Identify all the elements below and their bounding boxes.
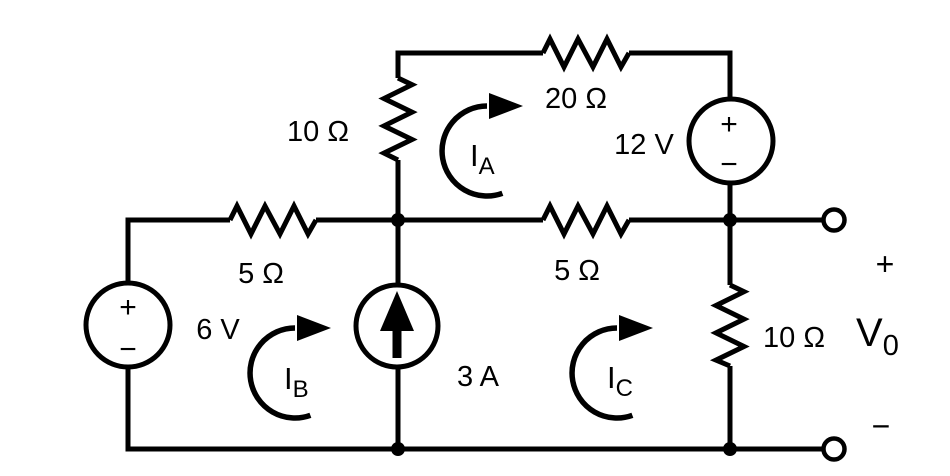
resistor-5ohm-middle [540,200,632,240]
mesh-current-arrow-ic [569,315,653,421]
output-terminal-positive [821,207,847,233]
resistor-20ohm-top [540,33,632,73]
label-resistor-5ohm-left: 5 Ω [238,258,284,290]
resistor-10ohm-top-left [378,75,418,163]
label-output-voltage: V0 [856,311,899,362]
label-mesh-current-ic: IC [607,360,633,402]
resistor-5ohm-left [227,200,319,240]
voltage-source-6v-plus-sign: + [119,291,137,324]
label-voltage-source-12v: 12 V [614,129,674,161]
label-output-plus-sign: + [876,246,895,282]
voltage-source-12v-minus-sign: − [720,148,738,181]
junction-dot-center-bottom [391,442,405,456]
wire-top-right-corner [629,50,733,99]
mesh-current-arrow-ia [439,93,523,199]
label-output-minus-sign: − [872,408,891,444]
label-resistor-20ohm-top: 20 Ω [545,83,607,115]
wire-top-left-corner [395,50,543,78]
mesh-current-arrow-ib [247,315,331,421]
label-voltage-source-6v: 6 V [196,314,240,346]
current-source-3a-arrow [380,291,414,358]
label-resistor-10ohm-top-left: 10 Ω [287,116,349,148]
wire-bottom [125,367,823,452]
label-mesh-current-ia: IA [470,138,495,180]
output-terminal-negative [821,436,847,462]
voltage-source-6v-minus-sign: − [119,333,137,366]
junction-dot-center-mid [391,213,405,227]
label-resistor-10ohm-right: 10 Ω [763,322,825,354]
junction-dot-right-bottom [723,442,737,456]
resistor-10ohm-right [709,282,750,369]
label-mesh-current-ib: IB [284,361,309,403]
voltage-source-6v [83,280,173,370]
voltage-source-12v-plus-sign: + [720,108,738,141]
wire-left-vertical-upper [125,217,230,283]
voltage-source-12v [686,96,776,186]
label-current-source-3a: 3 A [457,361,500,393]
label-resistor-5ohm-middle: 5 Ω [554,255,600,287]
junction-dot-right-mid [723,213,737,227]
